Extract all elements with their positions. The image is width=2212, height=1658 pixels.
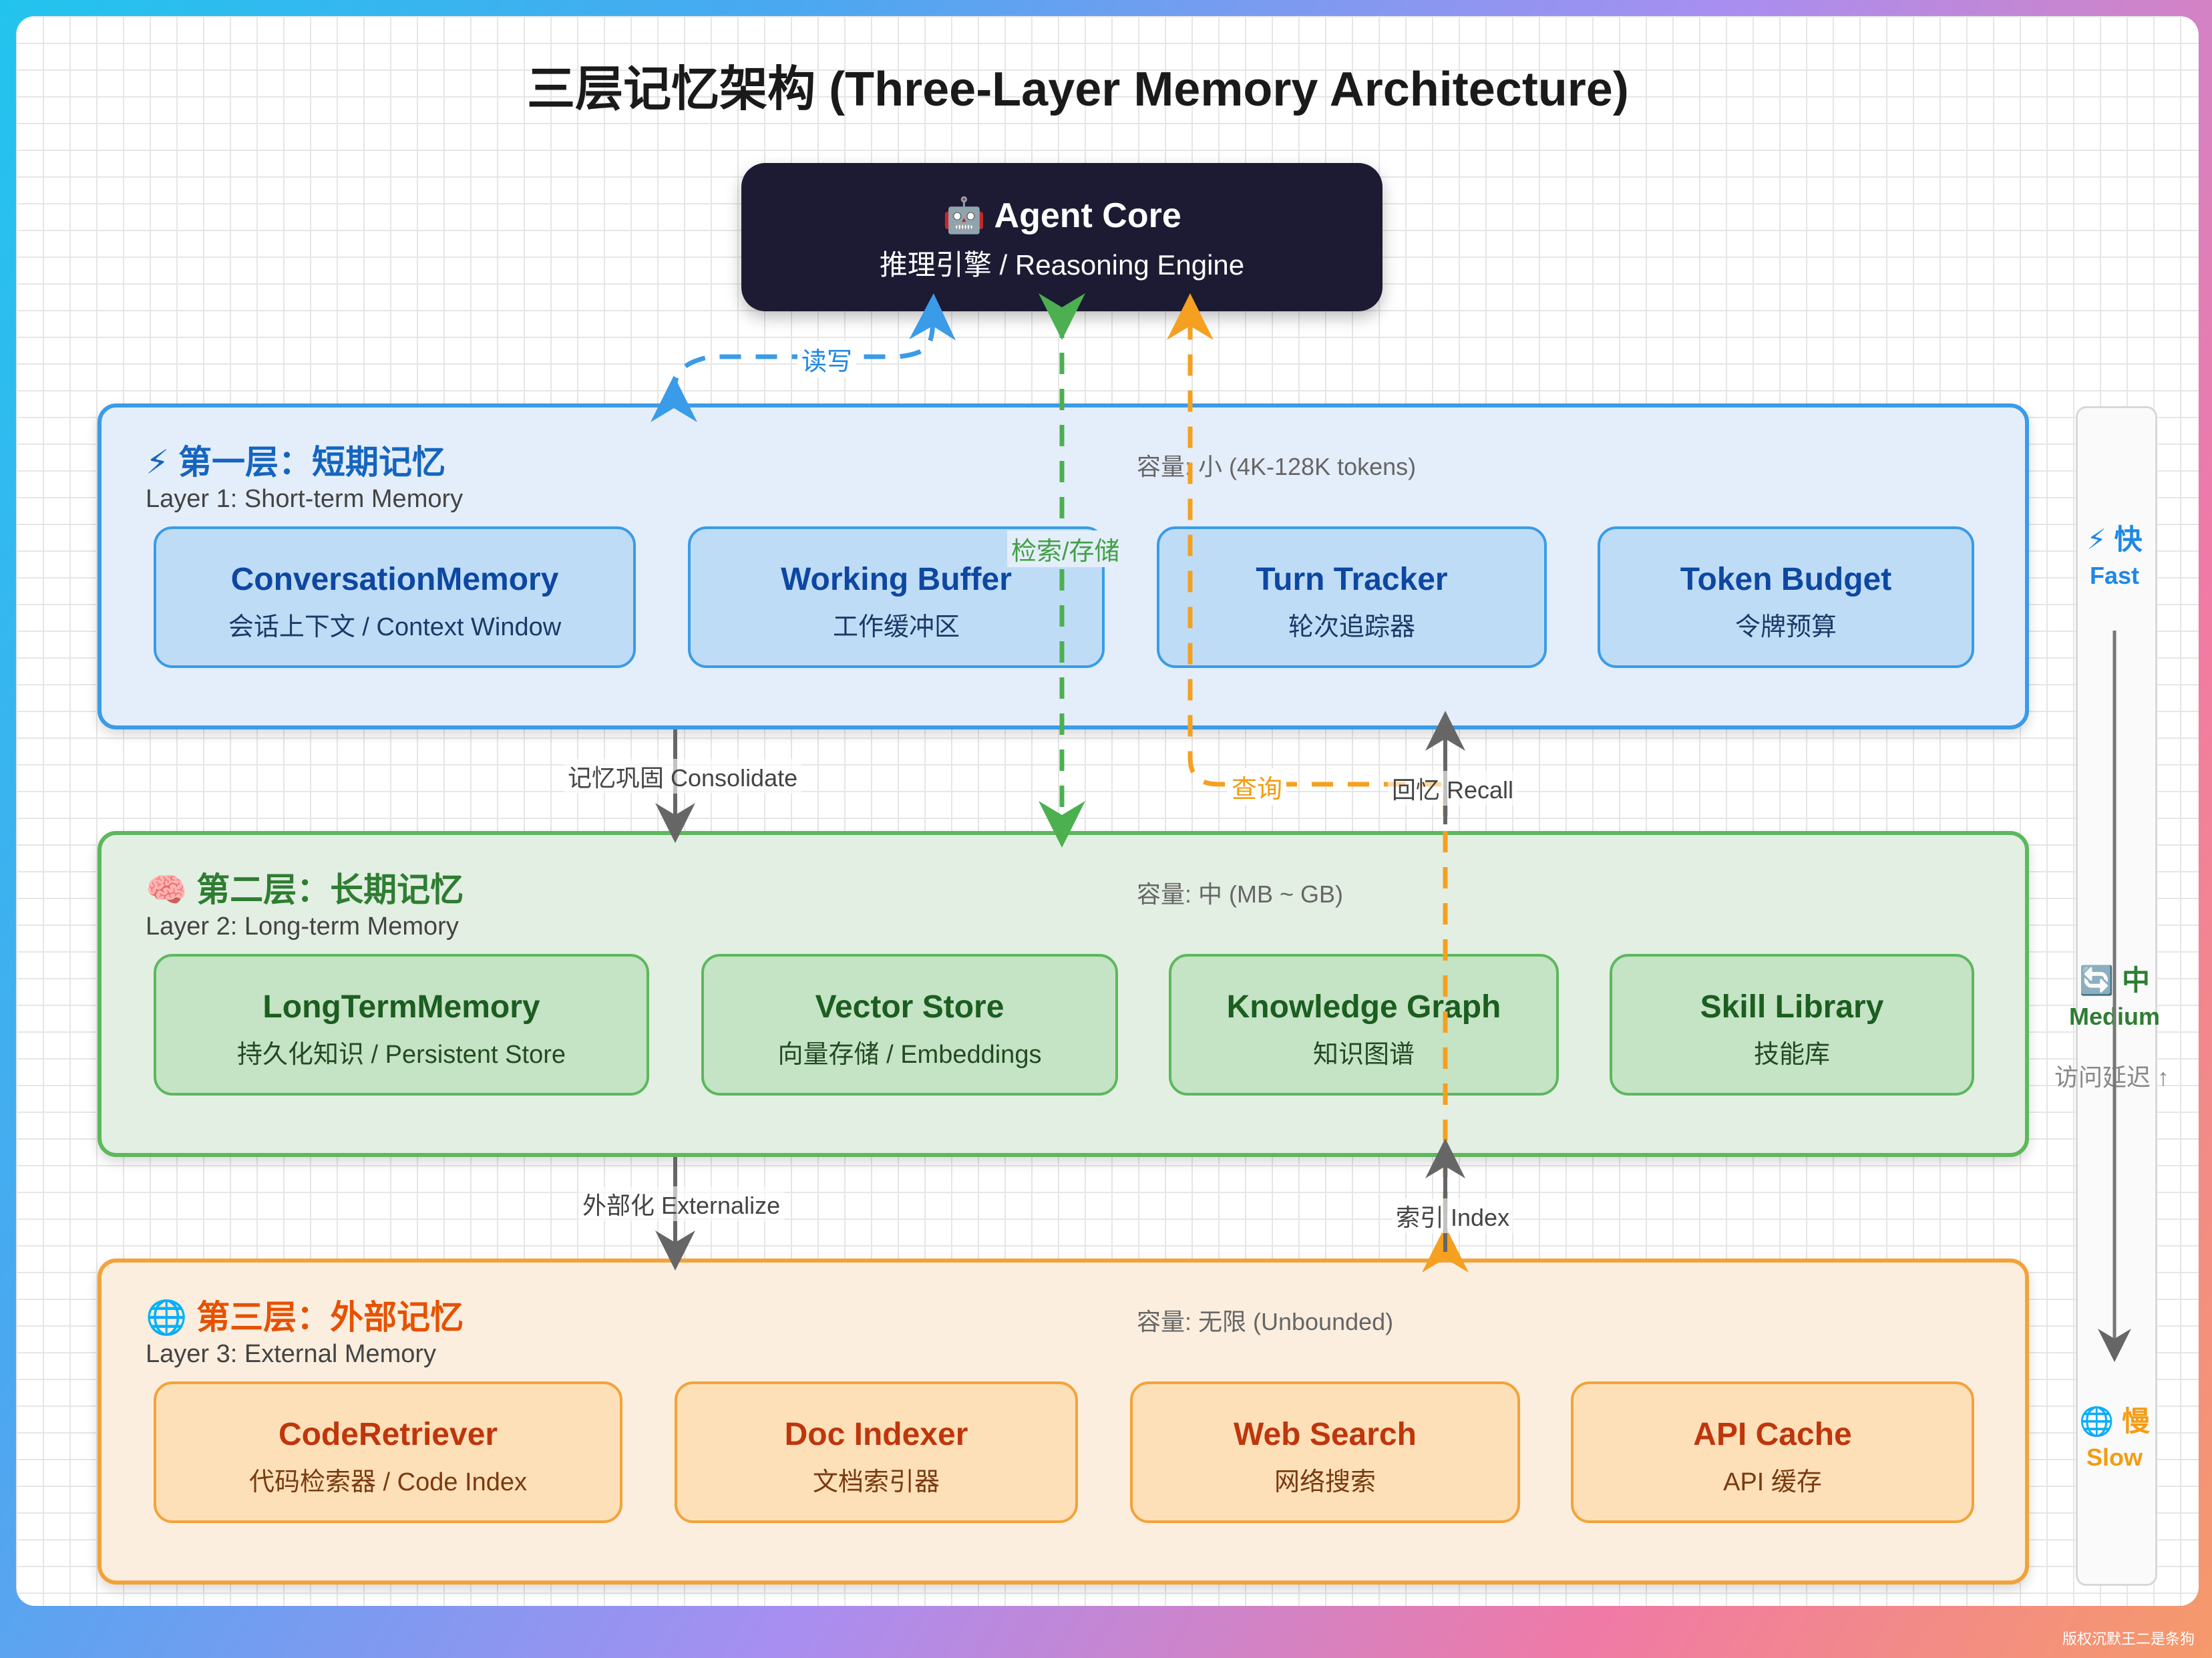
edge-label-index: 索引 Index bbox=[1392, 1198, 1514, 1233]
node-title: Working Buffer bbox=[781, 562, 1012, 597]
agent-core-subtitle: 推理引擎 / Reasoning Engine bbox=[879, 249, 1245, 281]
node-title: Web Search bbox=[1234, 1417, 1417, 1452]
node-vector-store[interactable]: Vector Store 向量存储 / Embeddings bbox=[701, 954, 1118, 1096]
watermark: 版权沉默王二是条狗 bbox=[2062, 1631, 2195, 1647]
node-skill-library[interactable]: Skill Library 技能库 bbox=[1610, 954, 1974, 1096]
node-token-budget[interactable]: Token Budget 令牌预算 bbox=[1598, 526, 1974, 668]
edge-query bbox=[1167, 293, 1469, 1273]
node-title: Doc Indexer bbox=[784, 1417, 968, 1452]
speed-slow-en: Slow bbox=[2086, 1444, 2143, 1471]
layer-1-subheading: Layer 1: Short-term Memory bbox=[146, 485, 464, 513]
node-subtitle: 会话上下文 / Context Window bbox=[228, 613, 562, 641]
page-title: 三层记忆架构 (Three-Layer Memory Architecture) bbox=[527, 63, 1629, 116]
node-web-search[interactable]: Web Search 网络搜索 bbox=[1130, 1381, 1520, 1523]
speed-fast-en: Fast bbox=[2089, 562, 2140, 589]
node-subtitle: 向量存储 / Embeddings bbox=[777, 1041, 1042, 1069]
layer-3-subheading: Layer 3: External Memory bbox=[146, 1340, 437, 1368]
layer-1-heading: ⚡ 第一层：短期记忆 bbox=[146, 444, 445, 481]
node-subtitle: API 缓存 bbox=[1723, 1468, 1822, 1496]
layer-2-heading: 🧠 第二层：长期记忆 bbox=[146, 871, 464, 908]
node-title: API Cache bbox=[1693, 1417, 1852, 1452]
node-subtitle: 网络搜索 bbox=[1274, 1468, 1376, 1496]
agent-core-node[interactable]: 🤖 Agent Core 推理引擎 / Reasoning Engine bbox=[741, 163, 1382, 311]
node-subtitle: 代码检索器 / Code Index bbox=[248, 1468, 528, 1496]
node-subtitle: 技能库 bbox=[1753, 1041, 1830, 1069]
edge-label-readwrite: 读写 bbox=[797, 341, 857, 377]
node-subtitle: 持久化知识 / Persistent Store bbox=[236, 1041, 566, 1069]
connectors-layer bbox=[650, 293, 2131, 1362]
node-api-cache[interactable]: API Cache API 缓存 bbox=[1571, 1381, 1974, 1523]
edge-label-query: 查询 bbox=[1228, 768, 1287, 805]
node-title: Vector Store bbox=[815, 989, 1004, 1025]
node-title: Skill Library bbox=[1700, 989, 1884, 1025]
speed-fast-cn: ⚡ 快 bbox=[2086, 524, 2143, 555]
speed-slow: 🌐 慢 Slow bbox=[2060, 1399, 2169, 1472]
agent-core-title: 🤖 Agent Core bbox=[942, 196, 1181, 235]
node-conversation-memory[interactable]: ConversationMemory 会话上下文 / Context Windo… bbox=[154, 526, 636, 668]
node-title: ConversationMemory bbox=[230, 562, 559, 597]
layer-2-subheading: Layer 2: Long-term Memory bbox=[146, 913, 459, 941]
layer-3-heading: 🌐 第三层：外部记忆 bbox=[146, 1299, 464, 1336]
node-subtitle: 文档索引器 bbox=[812, 1468, 940, 1496]
node-doc-indexer[interactable]: Doc Indexer 文档索引器 bbox=[675, 1381, 1078, 1523]
edge-label-recall: 回忆 Recall bbox=[1388, 771, 1518, 806]
node-subtitle: 工作缓冲区 bbox=[832, 613, 960, 641]
node-long-term-memory[interactable]: LongTermMemory 持久化知识 / Persistent Store bbox=[154, 954, 649, 1096]
speed-sidebar bbox=[2076, 406, 2157, 1586]
edge-label-retrieve-store: 检索/存储 bbox=[1007, 530, 1124, 567]
edge-label-externalize: 外部化 Externalize bbox=[578, 1186, 785, 1221]
diagram-canvas: 三层记忆架构 (Three-Layer Memory Architecture)… bbox=[16, 16, 2199, 1606]
node-code-retriever[interactable]: CodeRetriever 代码检索器 / Code Index bbox=[154, 1381, 622, 1523]
node-title: LongTermMemory bbox=[262, 989, 540, 1025]
node-subtitle: 令牌预算 bbox=[1734, 613, 1837, 641]
edge-label-consolidate: 记忆巩固 Consolidate bbox=[564, 759, 802, 794]
node-title: Token Budget bbox=[1680, 562, 1892, 597]
layer-external: 🌐 第三层：外部记忆 Layer 3: External Memory 容量: … bbox=[98, 1259, 2029, 1585]
speed-fast: ⚡ 快 Fast bbox=[2060, 517, 2169, 590]
node-title: CodeRetriever bbox=[278, 1417, 498, 1452]
layer-long-term: 🧠 第二层：长期记忆 Layer 2: Long-term Memory 容量:… bbox=[98, 831, 2029, 1157]
speed-slow-cn: 🌐 慢 bbox=[2079, 1405, 2150, 1437]
layer-3-capacity: 容量: 无限 (Unbounded) bbox=[1137, 1308, 1394, 1335]
latency-label: 访问延迟 ↑ bbox=[2054, 1063, 2170, 1091]
